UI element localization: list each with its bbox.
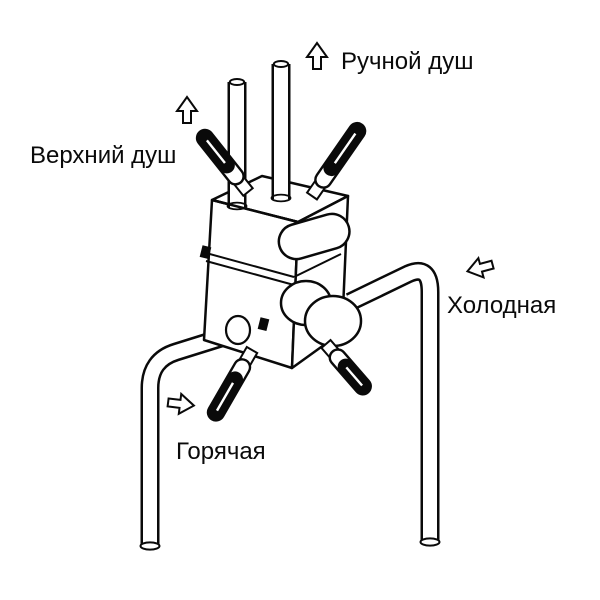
clip-detail-upper <box>199 245 212 260</box>
left-down-arrow-icon <box>463 253 497 283</box>
right-arrow-icon <box>165 391 197 417</box>
hand-shower-pipe <box>271 60 291 199</box>
up-arrow-icon <box>176 96 198 124</box>
hot-inlet-pipe <box>139 322 243 551</box>
inlet-boss <box>224 314 252 346</box>
up-arrow-icon <box>306 42 328 70</box>
outlet-port <box>279 279 363 348</box>
cartridge-boss <box>277 212 351 261</box>
lever-top-right <box>305 121 367 201</box>
lever-top-left <box>195 128 255 198</box>
lever-bottom-left <box>206 345 259 422</box>
hot-label: Горячая <box>176 438 266 465</box>
hand-shower-label: Ручной душ <box>341 48 473 75</box>
cold-inlet-pipe <box>345 261 441 547</box>
overhead-shower-label: Верхний душ <box>30 142 176 169</box>
cold-label: Холодная <box>447 292 556 319</box>
clip-detail-lower <box>257 317 270 332</box>
lever-bottom-right <box>320 338 372 396</box>
